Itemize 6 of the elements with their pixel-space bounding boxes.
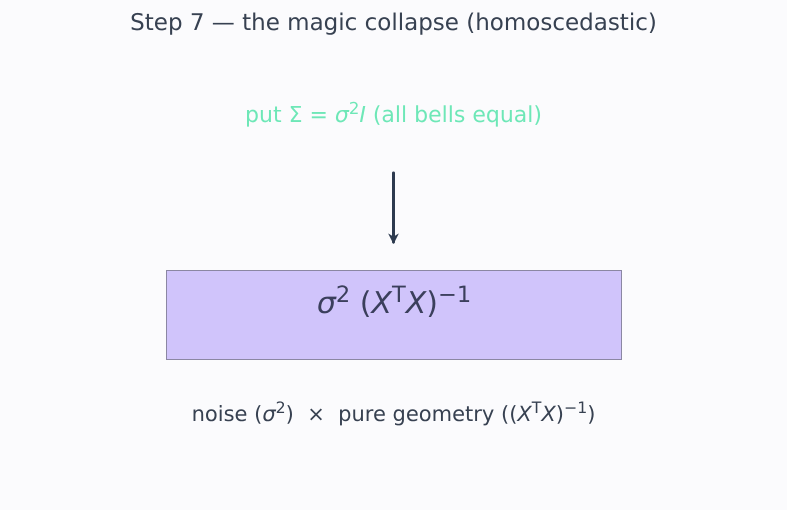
formula-box	[166, 270, 622, 360]
formula-text: σ$^{2}$ (X$^{T}$X)$^{−1}$	[316, 285, 472, 322]
formula-text: put Σ = σ$^{2}$I (all bells equal)	[245, 102, 542, 130]
title: Step 7 — the magic collapse (homoscedastic)	[130, 9, 657, 38]
arrow	[388, 172, 399, 244]
caption-text: noise (σ$^{2}$) × pure geometry ((X$^{T}$X)$^{−1}$)	[192, 401, 596, 428]
